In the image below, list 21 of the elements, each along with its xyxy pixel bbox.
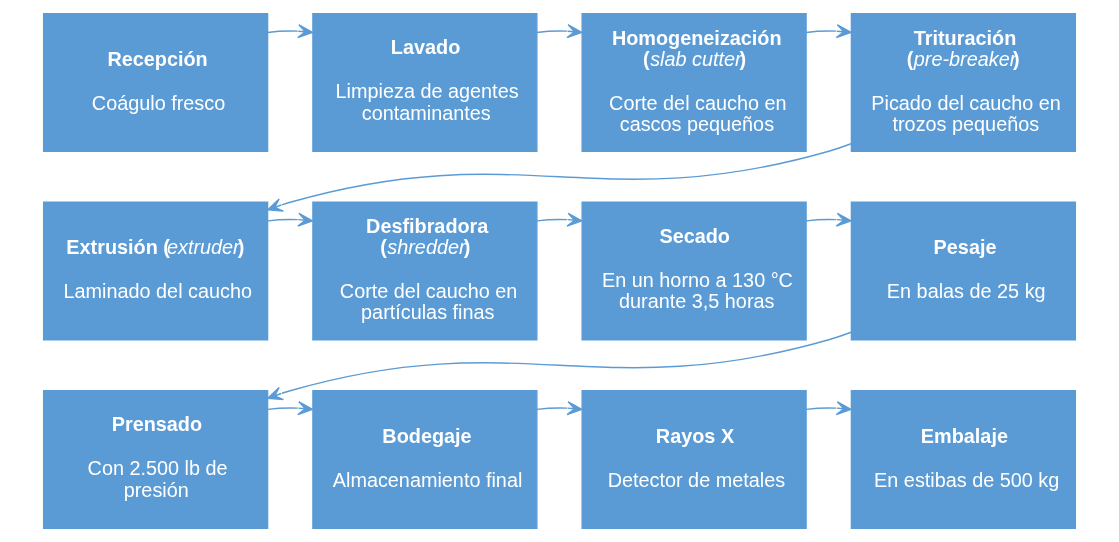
node-box: Rayos X Detector de metales (581, 390, 807, 529)
node-box: Pesaje En balas de 25 kg (850, 201, 1077, 341)
arrow (536, 401, 583, 416)
node-box: Lavado Limpieza de agentes contaminantes (312, 13, 538, 152)
node-box: Recepción Coágulo fresco (42, 13, 269, 152)
arrow (267, 143, 852, 212)
node-box: Homogeneización (slab cutter) Corte del caucho en cascos pequeños (581, 13, 807, 152)
arrow (266, 401, 314, 416)
node-box: Prensado Con 2.500 lb de presión (42, 390, 269, 529)
node-box: Secado En un horno a 130 °C durante 3,5 horas (581, 201, 807, 341)
node-box: Embalaje En estibas de 500 kg (850, 390, 1077, 529)
node-box: Bodegaje Almacenamiento final (312, 390, 538, 529)
arrow (805, 24, 852, 39)
arrow (536, 212, 583, 227)
arrow (266, 212, 314, 227)
arrow (266, 24, 314, 39)
node-box: Desfibradora (shredder) Corte del caucho en partículas finas (312, 201, 538, 341)
arrow (805, 401, 852, 416)
arrow (805, 212, 852, 227)
arrow (536, 24, 583, 39)
arrow (267, 331, 852, 401)
